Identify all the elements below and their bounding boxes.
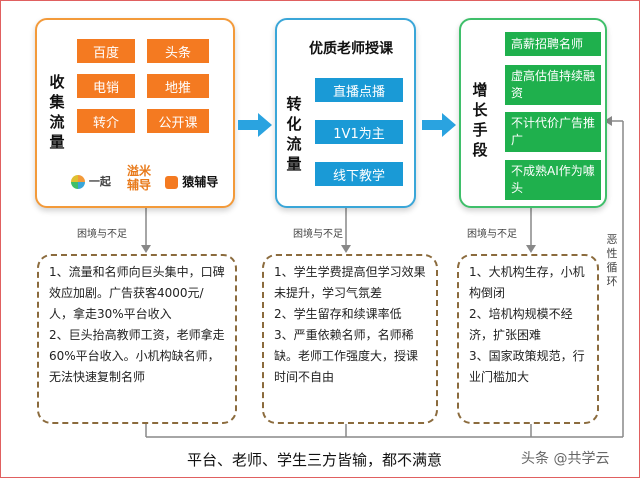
growth-ai-gimmick: 不成熟AI作为噱头 bbox=[505, 160, 601, 200]
dilemma-right-item: 1、大机构生存，小机构倒闭 bbox=[469, 265, 585, 300]
dilemma-left-item: 1、流量和名师向巨头集中，口碑效应加剧。广告获客4000元/人，拿走30%平台收… bbox=[49, 265, 225, 321]
teaching-offline: 线下教学 bbox=[315, 162, 403, 186]
dilemma-middle-item: 1、学生学费提高但学习效果未提升，学习气氛差 bbox=[274, 265, 426, 300]
watermark: 头条 @共学云 bbox=[521, 451, 610, 467]
dilemma-middle-item: 3、严重依赖名师，名师稀缺。老师工作强度大，授课时间不自由 bbox=[274, 328, 419, 384]
dilemma-left-item: 2、巨头抬高教师工资，老师拿走60%平台收入。小机构缺名师，无法快速复制名师 bbox=[49, 328, 225, 384]
collect-traffic-panel: 收集流量 百度 头条 电销 地推 转介 公开课 一起 溢米辅导 猿辅导 bbox=[35, 18, 235, 208]
channel-referral: 转介 bbox=[77, 109, 135, 133]
vicious-cycle-label: 恶性循环 bbox=[606, 233, 618, 288]
dilemma-box-left: 1、流量和名师向巨头集中，口碑效应加剧。广告获客4000元/人，拿走30%平台收… bbox=[37, 254, 237, 424]
logo-yimi: 溢米辅导 bbox=[127, 164, 152, 192]
yiqi-icon bbox=[71, 175, 85, 189]
convert-title: 转化流量 bbox=[286, 95, 302, 173]
yuanfudao-icon bbox=[165, 176, 178, 189]
logo-yuanfudao: 猿辅导 bbox=[165, 173, 218, 190]
channel-open-class: 公开课 bbox=[147, 109, 209, 133]
dilemma-right-item: 2、培机构规模不经济，扩张困难 bbox=[469, 307, 573, 342]
growth-means-panel: 增长手段 高薪招聘名师 虚高估值持续融资 不计代价广告推广 不成熟AI作为噱头 bbox=[459, 18, 607, 208]
channel-telesales: 电销 bbox=[77, 74, 135, 98]
growth-ad-spend: 不计代价广告推广 bbox=[505, 112, 601, 152]
dilemma-label-right: 困境与不足 bbox=[467, 229, 517, 240]
convert-heading: 优质老师授课 bbox=[309, 41, 393, 57]
teaching-1v1: 1V1为主 bbox=[315, 120, 403, 144]
dilemma-label-middle: 困境与不足 bbox=[293, 229, 343, 240]
logo-yiqi: 一起 bbox=[71, 173, 111, 189]
growth-inflated-valuation: 虚高估值持续融资 bbox=[505, 65, 601, 105]
convert-traffic-panel: 优质老师授课 转化流量 直播点播 1V1为主 线下教学 bbox=[275, 18, 416, 208]
dilemma-right-item: 3、国家政策规范，行业门槛加大 bbox=[469, 349, 585, 384]
growth-title: 增长手段 bbox=[472, 81, 488, 159]
growth-high-salary: 高薪招聘名师 bbox=[505, 32, 601, 56]
dilemma-label-left: 困境与不足 bbox=[77, 229, 127, 240]
dilemma-box-right: 1、大机构生存，小机构倒闭 2、培机构规模不经济，扩张困难 3、国家政策规范，行… bbox=[457, 254, 599, 424]
dilemma-box-middle: 1、学生学费提高但学习效果未提升，学习气氛差 2、学生留存和续课率低 3、严重依… bbox=[262, 254, 438, 424]
channel-baidu: 百度 bbox=[77, 39, 135, 63]
channel-ground-promotion: 地推 bbox=[147, 74, 209, 98]
channel-toutiao: 头条 bbox=[147, 39, 209, 63]
teaching-live: 直播点播 bbox=[315, 78, 403, 102]
footer-conclusion: 平台、老师、学生三方皆输，都不满意 bbox=[187, 451, 443, 469]
collect-title: 收集流量 bbox=[49, 73, 65, 151]
right-arrow-icon bbox=[422, 113, 456, 137]
dilemma-middle-item: 2、学生留存和续课率低 bbox=[274, 307, 402, 321]
right-arrow-icon bbox=[238, 113, 272, 137]
